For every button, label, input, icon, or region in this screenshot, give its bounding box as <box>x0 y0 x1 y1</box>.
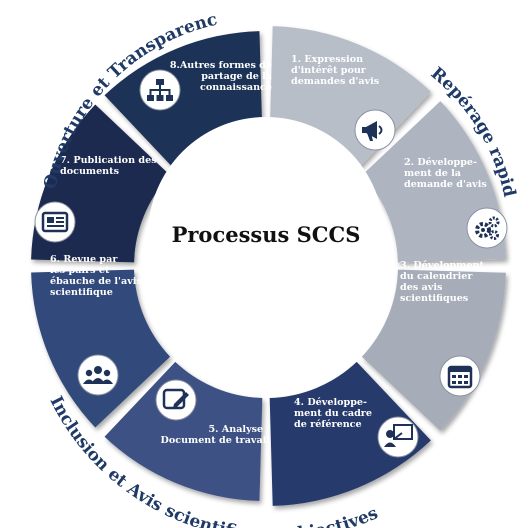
megaphone-icon <box>354 109 396 151</box>
segment-3-label-line: 3. Dévelopment <box>400 260 484 271</box>
org-chart-icon <box>139 69 181 111</box>
segment-6-label-line: 6. Revue par <box>50 254 118 265</box>
segment-8-label-line: connaissance <box>200 82 272 93</box>
segment-5-label-line: 5. Analyse / <box>208 424 270 435</box>
presenter-icon <box>377 416 419 458</box>
segment-5-label-line: Document de travail <box>161 435 271 446</box>
newspaper-icon <box>34 201 76 243</box>
segment-3-label-line: du calendrier <box>400 271 473 282</box>
segment-6-label-line: les pairs et <box>50 265 110 276</box>
segment-1-label-line: demandes d'avis <box>291 76 379 87</box>
segment-1-label-line: d'intérêt pour <box>291 65 367 76</box>
segment-6-label-line: ébauche de l'avis <box>50 276 142 287</box>
segment-2-label-line: 2. Développe- <box>404 157 477 168</box>
segment-3-label-line: scientifiques <box>400 293 468 304</box>
segment-4 <box>269 361 431 506</box>
segment-4-label-line: 4. Développe- <box>294 397 367 408</box>
segment-7-label-line: 7. Publication des <box>60 155 157 166</box>
center-disc <box>148 117 384 353</box>
calendar-icon <box>439 355 481 397</box>
gears-icon <box>466 207 508 249</box>
segment-4-label-line: de référence <box>294 419 362 430</box>
segment-8-label-line: 8.Autres formes de <box>170 60 272 71</box>
segment-8-label-line: partage de la <box>201 71 272 82</box>
segment-7-label-line: documents <box>60 166 119 177</box>
segment-5-label: 5. Analyse /Document de travail <box>161 424 271 446</box>
segment-3-label-line: des avis <box>400 282 442 293</box>
center-title: Processus SCCS <box>172 222 361 247</box>
segment-2-label-line: demande d'avis <box>404 179 487 190</box>
segment-4-label-line: ment du cadre <box>294 408 372 419</box>
edit-document-icon <box>155 379 197 421</box>
people-group-icon <box>77 354 119 396</box>
segment-6-label-line: scientifique <box>50 287 113 298</box>
segment-6 <box>31 269 171 428</box>
segment-1-label-line: 1. Expression <box>291 54 363 65</box>
segment-2-label-line: ment de la <box>404 168 461 179</box>
segment-icons <box>34 69 508 458</box>
segment-5 <box>104 361 263 501</box>
